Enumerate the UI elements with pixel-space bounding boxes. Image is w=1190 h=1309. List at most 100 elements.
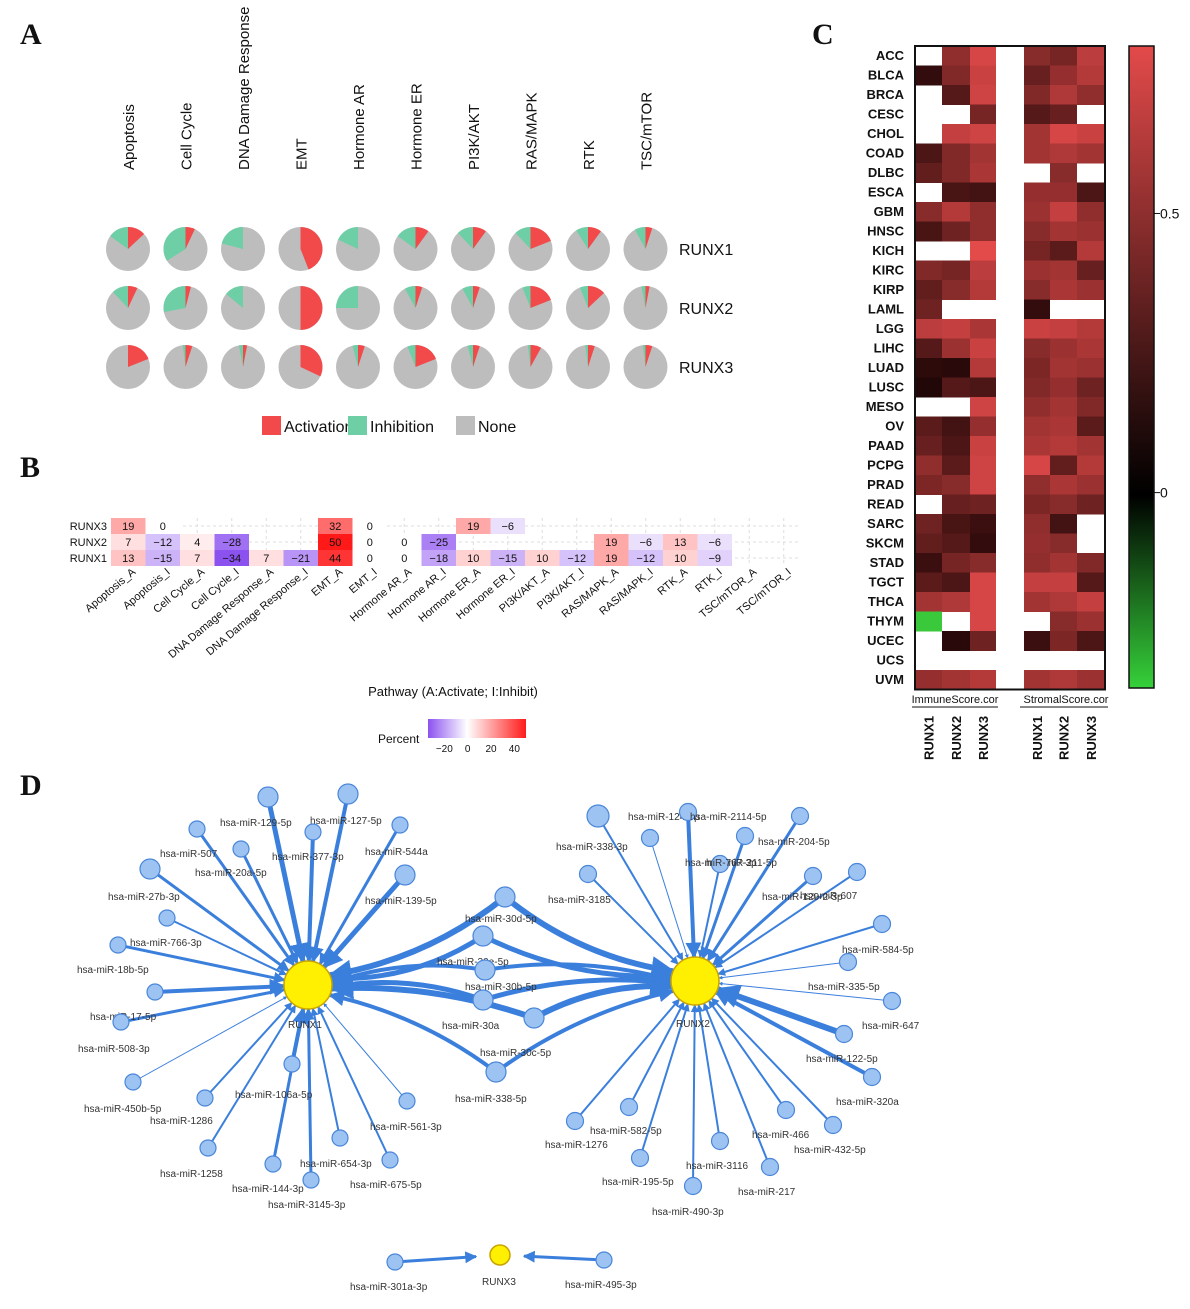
heat-cell [1077,475,1105,495]
pie-activation-slice [128,227,145,249]
mirna-label: hsa-miR-544a [365,847,428,858]
mirna-label: hsa-miR-490-3p [652,1207,724,1218]
mirna-label: hsa-miR-30d-5p [465,914,537,925]
heat-cell [387,534,422,550]
legend-swatch [348,416,367,435]
heat-cell [942,533,970,554]
pie-activation-slice [185,286,191,308]
pie-inhibition-slice [579,286,588,308]
mirna-label: hsa-miR-675-5p [350,1180,422,1191]
heat-cell [1077,377,1105,398]
heat-cell [1077,592,1105,612]
mirna-node [232,840,250,858]
cell-value: 0 [401,553,407,565]
hub-label: RUNX2 [676,1019,710,1030]
mirna-label: hsa-miR-30b-5p [465,982,537,993]
cell-value: 19 [122,521,134,533]
x-axis-title: Pathway (A:Activate; I:Inhibit) [368,684,538,699]
interaction-edge [195,828,296,967]
panel-label-d: D [20,769,42,802]
mirna-label: hsa-miR-767-3p [685,858,757,869]
heat-cell [915,436,942,456]
heat-cell [970,377,996,398]
pie-activation-slice [415,345,436,367]
heat-cell [970,514,996,534]
cancer-type-label: THYM [867,614,904,629]
heat-cell [942,436,970,456]
cancer-type-label: PAAD [868,438,904,453]
mirna-label: hsa-miR-129-5p [220,818,292,829]
pie-activation-slice [243,345,248,367]
heat-cell [970,221,996,242]
heat-cell [915,572,942,593]
heat-cell [942,416,970,437]
mirna-node [565,1111,585,1131]
heat-cell [663,550,698,566]
heat-cell [970,611,996,632]
column-label: RUNX1 [922,716,937,760]
heat-cell [970,475,996,495]
interaction-edge [702,1002,771,1168]
mirna-label: hsa-miR-301a-3p [350,1282,428,1293]
mirna-node [838,952,858,972]
legend-label: Activation [284,419,353,436]
heat-cell [145,550,180,566]
heat-cell [942,358,970,378]
heat-cell [942,338,970,359]
pie-inhibition-slice [407,345,416,367]
cancer-type-label: SARC [867,516,904,531]
heat-cell [145,534,180,550]
interaction-edge [166,917,288,976]
legend-label: None [478,419,516,436]
interaction-edge [328,990,498,1074]
gene-row-label: RUNX1 [679,242,733,259]
interaction-edge [394,1251,478,1264]
interaction-edge [714,990,873,1079]
cell-value: −15 [153,553,172,565]
pie-activation-slice [300,286,323,330]
interaction-edge [484,962,673,984]
mirna-node [331,1129,349,1147]
heat-cell [1024,514,1050,534]
pie-inhibition-slice [182,345,186,367]
pathway-label: Hormone AR [351,84,368,170]
hub-node-runx2 [670,956,720,1006]
heat-cell [915,514,942,534]
heat-cell [915,377,942,398]
heat-cell [421,550,456,566]
mirna-label: hsa-miR-320a [836,1097,899,1108]
mirna-node [337,783,359,805]
heat-cell [1050,416,1077,437]
column-label: RUNX3 [976,716,991,760]
cell-value: −9 [708,553,721,565]
heat-cell [1050,592,1077,612]
hub-node-runx3 [489,1244,511,1266]
heat-cell [915,670,942,690]
hub-node-runx1 [283,960,333,1010]
interaction-edge [718,981,893,1002]
legend-tick: 20 [485,744,497,755]
row-label: RUNX1 [70,553,107,565]
mirna-node [683,1176,703,1196]
mirna-label: hsa-miR-432-5p [794,1145,866,1156]
mirna-node [882,991,902,1011]
heat-cell [490,550,525,566]
pie-inhibition-slice [352,345,358,367]
heat-cell [1077,46,1105,66]
interaction-edge [310,1007,341,1139]
pie-inhibition-slice [467,345,473,367]
heat-cell [1024,377,1050,398]
heat-cell [1050,85,1077,105]
pie-inhibition-slice [641,286,646,308]
shared-mirna-node [485,1061,507,1083]
pie-activation-slice [645,286,650,308]
legend-tick: −20 [436,744,453,755]
colorbar-tick-label: 0.5 [1160,205,1180,221]
mirna-node [640,828,660,848]
heat-cell [1077,494,1105,515]
heat-cell [1077,397,1105,417]
heat-cell [1077,319,1105,339]
cell-value: −28 [222,537,241,549]
